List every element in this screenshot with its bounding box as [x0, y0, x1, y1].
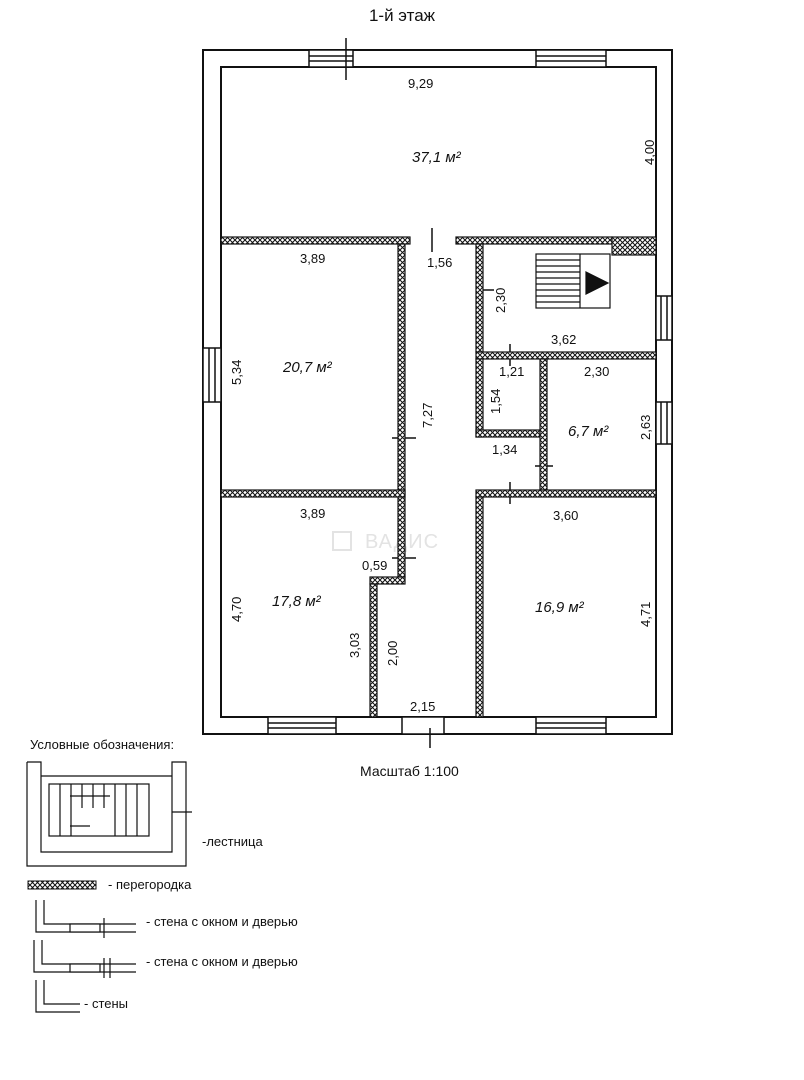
room-area-living: 37,1 м² — [412, 149, 462, 166]
staircase — [535, 253, 611, 309]
watermark-logo — [332, 531, 352, 551]
legend-label-walls: - стены — [84, 996, 129, 1011]
window-right-lower — [655, 401, 673, 445]
dim-corr-width: 1,34 — [492, 442, 517, 457]
legend-symbol-wall-window-door-2 — [33, 940, 136, 978]
window-right-upper — [655, 295, 673, 341]
window-top-right — [535, 49, 607, 68]
dim-stair-depth: 2,30 — [493, 288, 508, 313]
dim-door-hall: 1,56 — [427, 255, 452, 270]
room-area-bedroom-1: 20,7 м² — [282, 359, 333, 376]
legend-symbol-walls — [35, 980, 80, 1013]
windows — [202, 49, 673, 735]
dim-niche: 0,59 — [362, 558, 387, 573]
legend-symbol-partition — [27, 880, 97, 890]
dim-bed1-width: 3,89 — [300, 251, 325, 266]
dim-right-depth: 4,71 — [638, 602, 653, 627]
dim-living-width: 9,29 — [408, 76, 433, 91]
dim-entrance: 2,15 — [410, 699, 435, 714]
window-bottom-right — [535, 716, 607, 735]
dim-hall-length: 7,27 — [420, 403, 435, 428]
entrance-door — [401, 716, 445, 735]
legend-symbol-wall-window-door-1 — [35, 900, 136, 938]
dim-bed2-depth: 4,70 — [229, 597, 244, 622]
legend-label-wall-window-door-2: - стена с окном и дверью — [146, 954, 298, 969]
dim-bath-width: 2,30 — [584, 364, 609, 379]
dim-hall-end: 2,00 — [385, 641, 400, 666]
dim-bed1-depth: 5,34 — [229, 360, 244, 385]
window-left — [202, 347, 222, 403]
room-area-room-right: 16,9 м² — [535, 599, 585, 616]
dim-wc-width: 1,21 — [499, 364, 524, 379]
legend-label-wall-window-door-1: - стена с окном и дверью — [146, 914, 298, 929]
scale-label: Масштаб 1:100 — [360, 763, 459, 779]
window-bottom-left — [267, 716, 337, 735]
room-area-bedroom-2: 17,8 м² — [272, 593, 322, 610]
legend-title: Условные обозначения: — [30, 737, 175, 752]
dim-bed2-width: 3,89 — [300, 506, 325, 521]
legend-label-stair: -лестница — [202, 834, 263, 849]
dim-bath-depth: 2,63 — [638, 415, 653, 440]
floor-title: 1-й этаж — [368, 6, 436, 25]
dim-living-depth: 4,00 — [642, 140, 657, 165]
dim-right-width: 3,60 — [553, 508, 578, 523]
partitions — [220, 236, 657, 718]
legend-symbol-stair — [26, 761, 192, 867]
room-area-bathroom: 6,7 м² — [568, 423, 609, 440]
dim-step-depth: 3,03 — [347, 633, 362, 658]
dim-stair-width: 3,62 — [551, 332, 576, 347]
dim-wc-depth: 1,54 — [488, 389, 503, 414]
legend-label-partition: - перегородка — [108, 877, 192, 892]
